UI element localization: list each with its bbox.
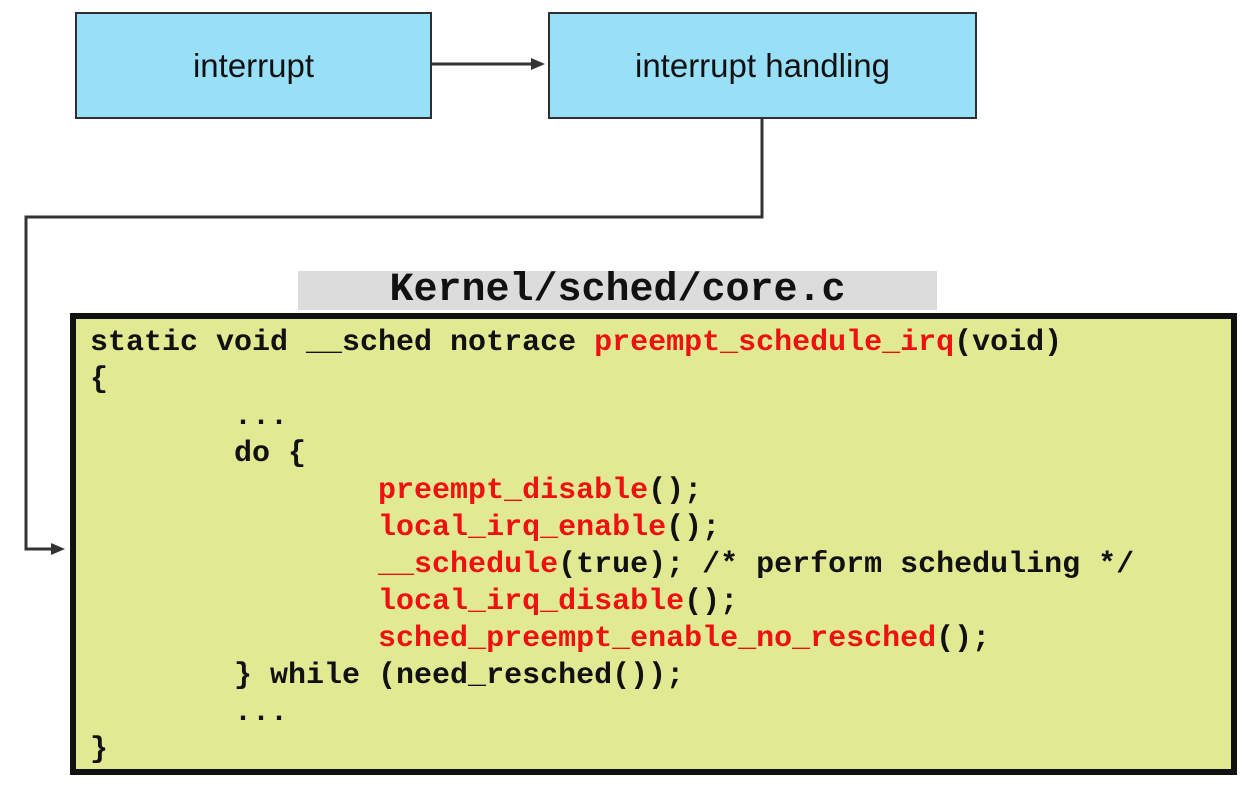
code-text-segment: ();	[936, 622, 991, 656]
node-interrupt-handling-label: interrupt handling	[634, 46, 890, 84]
code-line: local_irq_enable();	[90, 510, 1231, 547]
code-highlight-segment: local_irq_disable	[378, 585, 685, 619]
code-text-segment: } while (need_resched());	[90, 659, 685, 693]
code-line: sched_preempt_enable_no_resched();	[90, 621, 1231, 658]
code-highlight-segment: preempt_disable	[378, 474, 649, 508]
node-interrupt-handling: interrupt handling	[548, 12, 977, 119]
code-line: preempt_disable();	[90, 473, 1231, 510]
code-text-segment: (void)	[954, 326, 1063, 360]
code-text-segment	[90, 474, 378, 508]
file-label: Kernel/sched/core.c	[298, 271, 937, 311]
code-line: ...	[90, 399, 1231, 436]
node-interrupt-label: interrupt	[192, 46, 315, 84]
code-text-segment	[90, 548, 378, 582]
code-line: local_irq_disable();	[90, 584, 1231, 621]
code-line: __schedule(true); /* perform scheduling …	[90, 547, 1231, 584]
code-text-segment: }	[90, 733, 109, 767]
code-text-segment: ();	[648, 474, 703, 508]
code-line: ...	[90, 695, 1231, 732]
code-text-segment: static void __sched notrace	[90, 326, 595, 360]
code-line: }	[90, 732, 1231, 769]
code-highlight-segment: local_irq_enable	[378, 511, 667, 545]
code-panel: static void __sched notrace preempt_sche…	[70, 313, 1237, 775]
code-highlight-segment: sched_preempt_enable_no_resched	[378, 622, 937, 656]
code-text-segment	[90, 622, 378, 656]
code-text-segment: ();	[684, 585, 739, 619]
code-text-segment: ...	[90, 696, 289, 730]
code-text-segment: {	[90, 363, 109, 397]
code-line: {	[90, 362, 1231, 399]
code-highlight-segment: __schedule	[378, 548, 559, 582]
code-text-segment: ...	[90, 400, 289, 434]
node-interrupt: interrupt	[75, 12, 432, 119]
code-line: do {	[90, 436, 1231, 473]
code-text-segment: ();	[666, 511, 721, 545]
code-line: static void __sched notrace preempt_sche…	[90, 325, 1231, 362]
code-line: } while (need_resched());	[90, 658, 1231, 695]
code-text-segment: do {	[90, 437, 307, 471]
code-highlight-segment: preempt_schedule_irq	[594, 326, 955, 360]
code-lines: static void __sched notrace preempt_sche…	[90, 325, 1231, 769]
code-text-segment: (true); /* perform scheduling */	[558, 548, 1135, 582]
code-text-segment	[90, 585, 378, 619]
code-text-segment	[90, 511, 378, 545]
